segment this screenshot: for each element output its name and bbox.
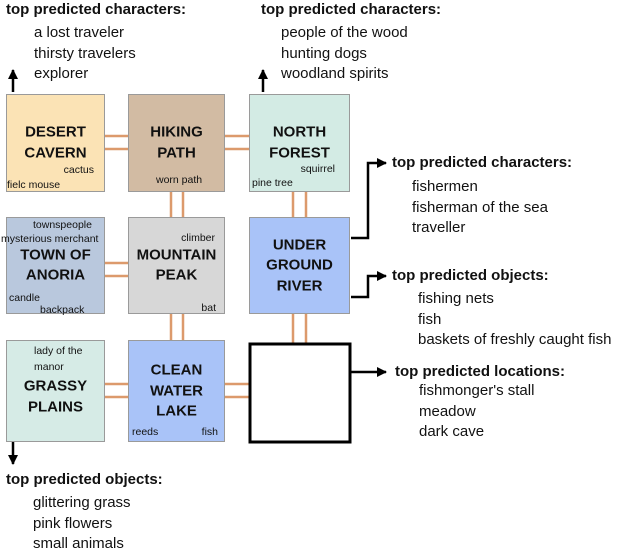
list-item: meadow: [419, 402, 476, 420]
room-annotation: reeds: [132, 426, 159, 438]
top-left-heading: top predicted characters:: [6, 1, 187, 18]
room-name: GRASSY PLAINS: [23, 377, 88, 416]
empty-locations-list: fishmonger's stall meadow dark cave: [419, 381, 534, 443]
room-annotation: pine tree: [252, 177, 293, 189]
room-annotation: bat: [201, 302, 216, 314]
list-item: baskets of freshly caught fish: [418, 331, 612, 348]
room-name: HIKING PATH: [150, 123, 203, 162]
list-item: hunting dogs: [281, 44, 367, 62]
list-item: explorer: [34, 65, 89, 82]
list-item: fishermen: [412, 178, 478, 195]
room-annotation: manor: [34, 361, 64, 373]
room-name: CLEAN WATER LAKE: [149, 361, 204, 420]
room-annotation: climber: [181, 232, 215, 244]
list-item: fisherman of the sea: [412, 198, 548, 216]
list-item: people of the wood: [281, 24, 408, 41]
list-item: traveller: [412, 219, 466, 236]
arrow-river-characters: [351, 158, 387, 240]
list-item: small animals: [33, 535, 124, 552]
room-clean-water-lake: CLEAN WATER LAKE reeds fish: [128, 340, 225, 442]
top-right-heading: top predicted characters:: [261, 1, 442, 18]
room-town-of-anoria: TOWN OF ANORIA townspeople mysterious me…: [1, 217, 105, 316]
empty-locations-heading: top predicted locations:: [395, 363, 566, 380]
room-annotation: worn path: [156, 174, 203, 186]
room-name: TOWN OF ANORIA: [20, 246, 91, 284]
room-name: NORTH FOREST: [269, 123, 330, 162]
room-annotation: candle: [9, 292, 40, 304]
list-item: fishmonger's stall: [419, 382, 535, 399]
list-item: glittering grass: [33, 494, 131, 511]
room-annotation: fish: [201, 426, 218, 438]
list-item: thirsty travelers: [34, 44, 136, 62]
room-desert-cavern: DESERT CAVERN cactus fielc mouse: [6, 94, 105, 192]
room-annotation: lady of the: [34, 345, 83, 357]
room-grassy-plains: lady of the manor GRASSY PLAINS: [6, 340, 105, 442]
river-objects-heading: top predicted objects:: [392, 267, 549, 284]
room-annotation: cactus: [63, 164, 94, 176]
list-item: dark cave: [419, 423, 485, 440]
room-name: MOUNTAIN PEAK: [136, 246, 217, 284]
list-item: pink flowers: [33, 514, 113, 532]
room-annotation: mysterious merchant: [1, 233, 99, 245]
room-mountain-peak: MOUNTAIN PEAK climber bat: [128, 217, 225, 314]
room-annotation: squirrel: [300, 163, 335, 175]
room-name: UNDER GROUND RIVER: [266, 235, 333, 294]
river-characters-list: fishermen fisherman of the sea traveller: [412, 177, 548, 239]
arrow-river-objects: [351, 271, 387, 299]
room-annotation: townspeople: [33, 219, 92, 231]
bottom-left-list: glittering grass pink flowers small anim…: [33, 493, 131, 555]
room-annotation: fielc mouse: [7, 179, 61, 191]
list-item: a lost traveler: [34, 24, 125, 41]
top-left-list: a lost traveler thirsty travelers explor…: [34, 23, 136, 85]
list-item: fishing nets: [418, 290, 494, 307]
room-hiking-path: HIKING PATH worn path: [128, 94, 225, 192]
top-right-list: people of the wood hunting dogs woodland…: [281, 23, 408, 85]
river-objects-list: fishing nets fish baskets of freshly cau…: [418, 289, 611, 351]
list-item: fish: [418, 310, 442, 328]
bottom-left-heading: top predicted objects:: [6, 471, 163, 488]
list-item: woodland spirits: [281, 65, 389, 82]
room-underground-river: UNDER GROUND RIVER: [249, 217, 350, 314]
room-name: DESERT CAVERN: [24, 123, 87, 162]
room-north-forest: NORTH FOREST squirrel pine tree: [249, 94, 350, 192]
empty-room: [248, 342, 352, 444]
river-characters-heading: top predicted characters:: [392, 154, 573, 171]
room-annotation: backpack: [40, 304, 85, 316]
